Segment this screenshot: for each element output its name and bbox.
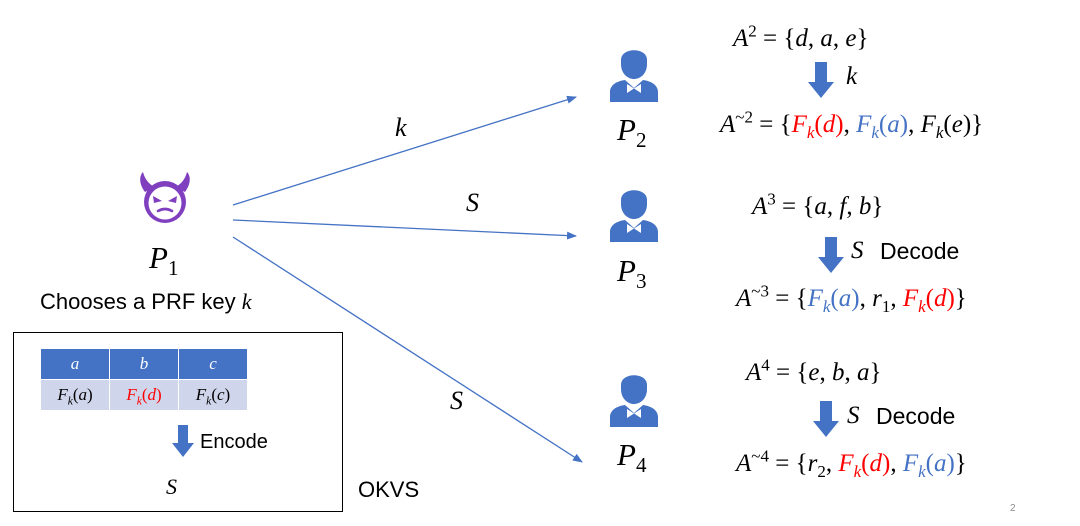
okvs-value-cell: Fk(c) bbox=[178, 379, 248, 411]
decode-label-p4: Decode bbox=[876, 403, 956, 429]
arrow-label-p4: S bbox=[847, 402, 860, 429]
party-3-label: P3 bbox=[617, 253, 647, 294]
party-4-label: P4 bbox=[617, 437, 647, 478]
set-a4-tilde: A~4 = {r2, Fk(d), Fk(a)} bbox=[736, 446, 967, 481]
arrow-label-p3: S bbox=[851, 237, 864, 264]
okvs-table: a b c Fk(a) Fk(d) Fk(c) bbox=[40, 348, 248, 411]
set-a3-tilde: A~3 = {Fk(a), r1, Fk(d)} bbox=[736, 281, 967, 316]
set-a2-tilde: A~2 = {Fk(d), Fk(a), Fk(e)} bbox=[720, 107, 984, 142]
edge-label-p3: S bbox=[466, 188, 479, 217]
arrow-p1-to-p4 bbox=[232, 236, 583, 463]
arrow-p1-to-p3 bbox=[232, 219, 577, 240]
down-arrow-icon bbox=[172, 425, 194, 457]
devil-icon bbox=[140, 172, 190, 223]
okvs-output: S bbox=[166, 474, 177, 499]
encode-label: Encode bbox=[200, 431, 268, 453]
party-2-label: P2 bbox=[617, 112, 647, 153]
decode-label-p3: Decode bbox=[880, 238, 960, 264]
edge-label-p4: S bbox=[450, 386, 463, 415]
set-a2: A2 = {d, a, e} bbox=[733, 21, 869, 52]
arrow-label-p2: k bbox=[846, 63, 858, 90]
party-1-label: P1 bbox=[149, 240, 179, 281]
set-a3: A3 = {a, f, b} bbox=[752, 189, 884, 220]
okvs-label: OKVS bbox=[358, 477, 420, 502]
set-a4: A4 = {e, b, a} bbox=[746, 355, 882, 386]
person-icon-p3 bbox=[610, 190, 658, 242]
down-arrow-icon bbox=[813, 401, 839, 437]
edge-label-p2: k bbox=[395, 113, 407, 142]
down-arrow-icon bbox=[818, 237, 844, 273]
okvs-key-cell: b bbox=[109, 348, 179, 380]
okvs-key-cell: c bbox=[178, 348, 248, 380]
down-arrow-icon bbox=[808, 62, 834, 98]
okvs-value-cell: Fk(d) bbox=[109, 379, 179, 411]
person-icon-p4 bbox=[610, 375, 658, 427]
okvs-value-cell: Fk(a) bbox=[40, 379, 110, 411]
arrow-p1-to-p2 bbox=[232, 95, 577, 206]
okvs-panel: a b c Fk(a) Fk(d) Fk(c) Encode S bbox=[13, 332, 343, 512]
page-number: 2 bbox=[1010, 503, 1016, 514]
party-1-caption: Chooses a PRF key k bbox=[40, 289, 252, 314]
okvs-key-cell: a bbox=[40, 348, 110, 380]
person-icon-p2 bbox=[610, 50, 658, 102]
